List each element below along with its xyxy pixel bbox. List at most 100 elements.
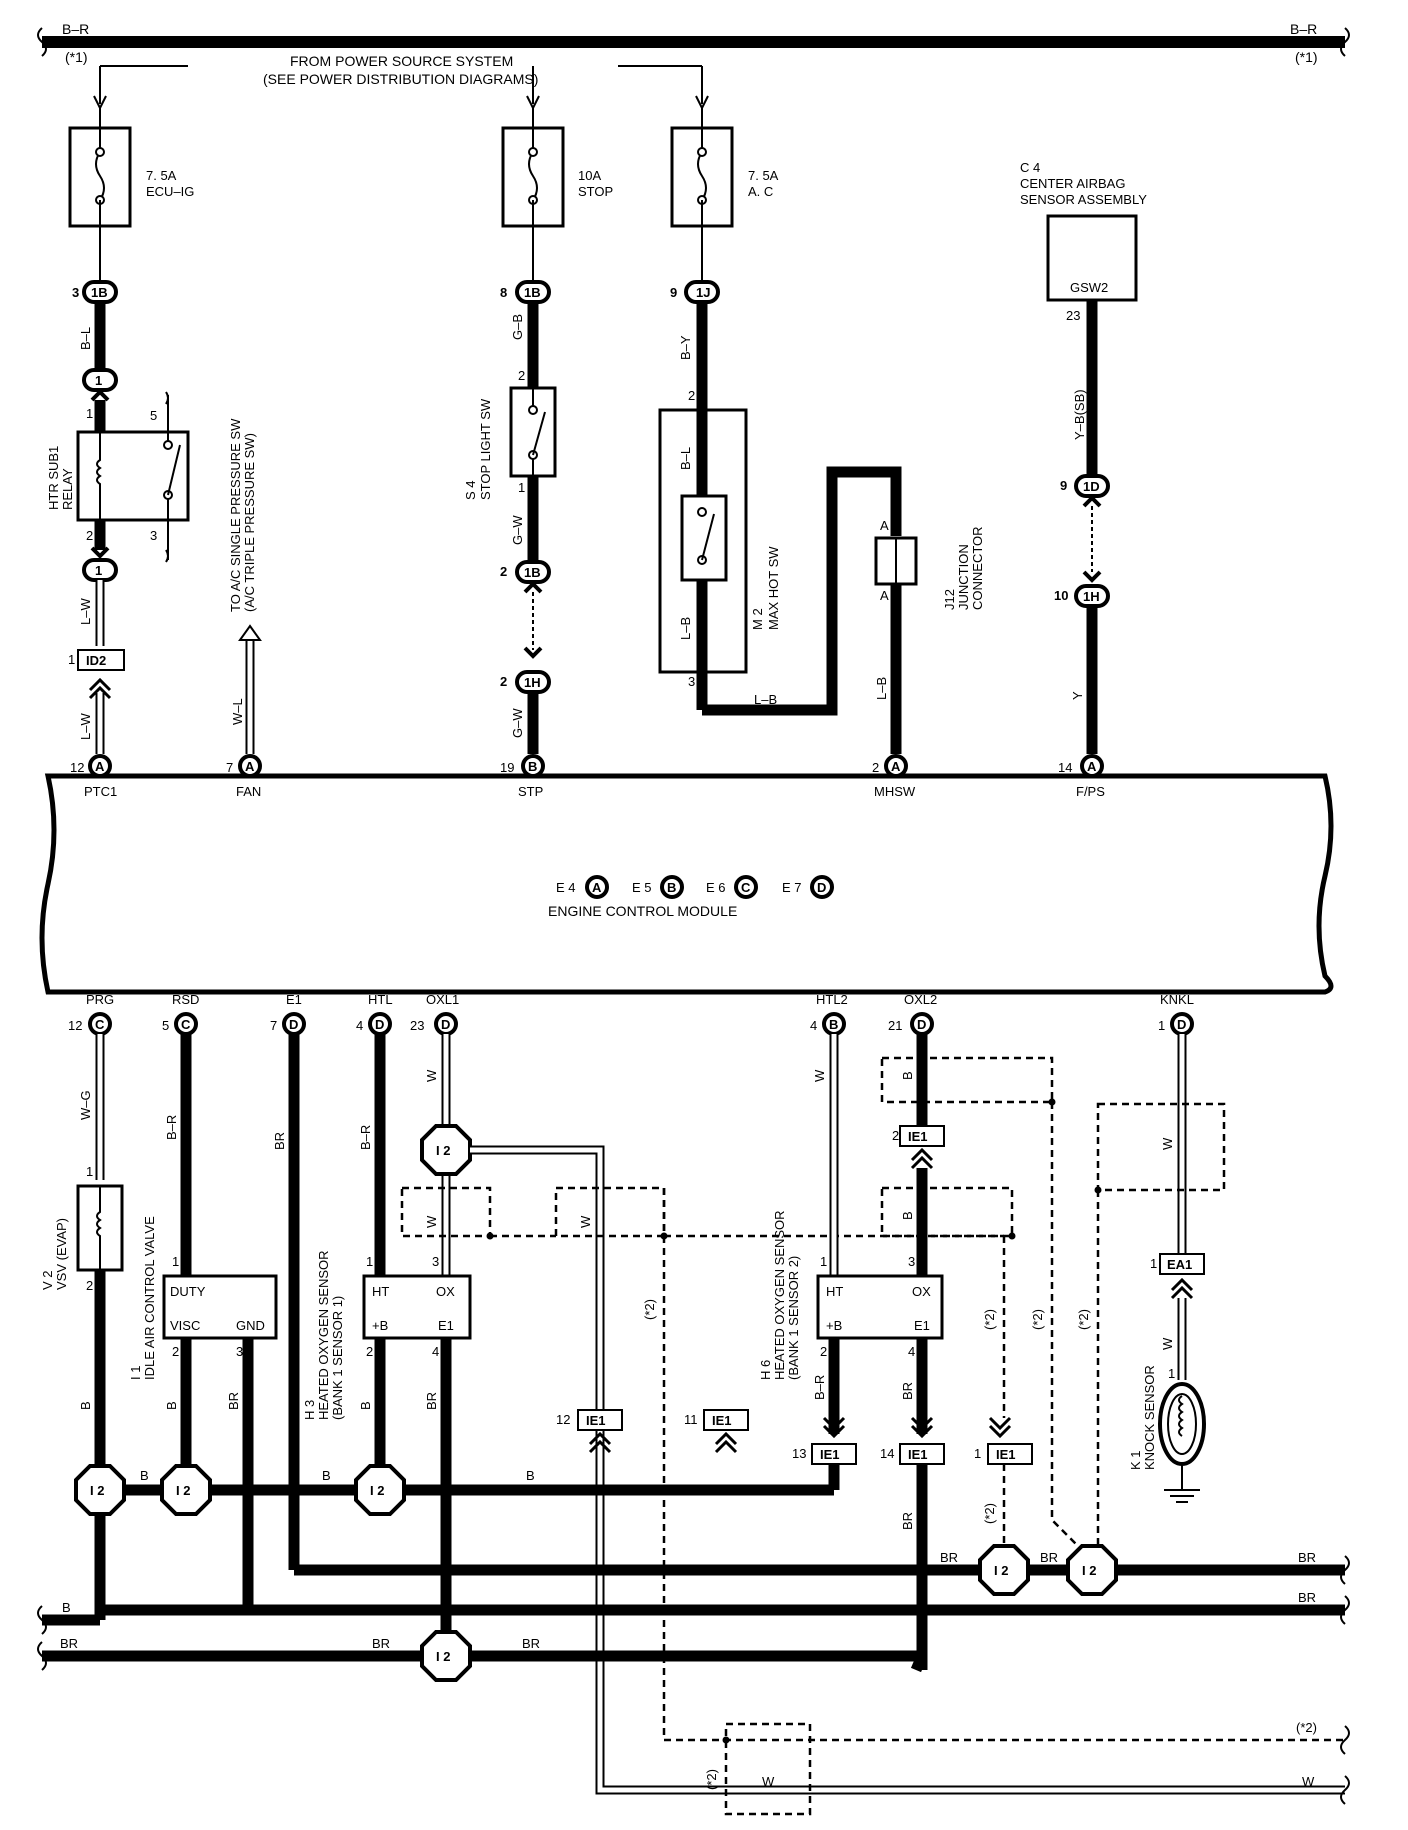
svg-text:A: A [245,759,255,774]
iac-pin-2: 2 [172,1344,179,1359]
junction-id: J12 [942,589,957,610]
wire-w-knock: W [1160,1337,1175,1350]
ecm-title: ENGINE CONTROL MODULE [548,903,737,919]
fan-circuit: W–L TO A/C SINGLE PRESSURE SW (A/C TRIPL… [228,418,262,754]
wire-w-shield1: W [424,1215,439,1228]
junction-line2: CONNECTOR [970,526,985,610]
ptc1-circuit: 3 1B B–L 1 1 5 3 2 HTR SUB1 RELAY 1 L–W … [46,280,190,754]
wire-br-line3b: BR [372,1636,390,1651]
pin-1-ea1: 1 [1150,1256,1157,1271]
vsv-pin-2: 2 [86,1278,93,1293]
connector-1b-lower-label: 1B [524,565,541,580]
svg-text:7: 7 [270,1018,277,1033]
ie1-label-12: IE1 [586,1413,606,1428]
svg-text:I 2: I 2 [90,1483,104,1498]
h6-t3: +B [826,1318,842,1333]
svg-text:PTC1: PTC1 [84,784,117,799]
wire-br-line1a: BR [940,1550,958,1565]
h3-line1: HEATED OXYGEN SENSOR [316,1250,331,1420]
i2-splice-3 [354,1464,406,1516]
i2-splice-5 [1066,1544,1118,1596]
idle-air-control-valve: B–R 1 DUTY VISC GND 2 3 I 1 IDLE AIR CON… [128,1034,278,1610]
svg-text:I 2: I 2 [994,1563,1008,1578]
airbag-line2: SENSOR ASSEMBLY [1020,192,1147,207]
relay-pin-1: 1 [86,406,93,421]
svg-text:KNKL: KNKL [1160,992,1194,1007]
pin-2-1h: 2 [500,674,507,689]
connector-id2-label: ID2 [86,653,106,668]
wire-b-h3: B [358,1401,373,1410]
ie1-label-oxl2: IE1 [908,1129,928,1144]
ecm-pin-e1: E1 7 D [270,992,306,1036]
h3-pin-1: 1 [366,1254,373,1269]
wire-b-iac: B [164,1401,179,1410]
svg-text:A: A [95,759,105,774]
ie1-connectors-middle: 12 IE1 11 IE1 [556,1409,749,1454]
iac-t1: DUTY [170,1284,206,1299]
h3-pin-3: 3 [432,1254,439,1269]
top-bus-left-label: B–R [62,21,89,37]
top-bus-right-label: B–R [1290,21,1317,37]
wire-b-h3: B [526,1468,535,1483]
wire-b-left: B [62,1600,71,1615]
svg-text:4: 4 [810,1018,817,1033]
knock-sensor: W (*2) 1 EA1 W 1 K 1 KNOCK SENSOR [1076,1034,1226,1570]
wire-br-line3a: BR [60,1636,78,1651]
h6-pin-4: 4 [908,1344,915,1359]
iac-t3: GND [236,1318,265,1333]
svg-text:C: C [95,1017,105,1032]
wire-gw-upper: G–W [510,515,525,545]
svg-text:23: 23 [410,1018,424,1033]
wire-br-line1b: BR [1040,1550,1058,1565]
h6-pin-2: 2 [820,1344,827,1359]
h3-t3: +B [372,1318,388,1333]
svg-text:I 2: I 2 [1082,1563,1096,1578]
svg-text:4: 4 [356,1018,363,1033]
wire-lb-maxhot: L–B [678,617,693,640]
maxhot-circuit: 9 1J B–Y 2 B–L L–B 3 M 2 MAX HOT SW L–B … [658,280,985,754]
wire-lw-lower: L–W [78,713,93,740]
h6-pin-1: 1 [820,1254,827,1269]
svg-text:C: C [181,1017,191,1032]
ecm-code-e6: E 6 [706,880,726,895]
ecm-top-pins: 12 A PTC1 7 A FAN 19 B STP 2 A MHSW 14 A [70,754,1105,799]
relay-line2: RELAY [60,468,75,510]
wire-w-knkl: W [1160,1137,1175,1150]
svg-text:F/PS: F/PS [1076,784,1105,799]
h6-t4: E1 [914,1318,930,1333]
svg-text:1: 1 [1158,1018,1165,1033]
wire-br-line1c: BR [1298,1550,1316,1565]
ac-pressure-line1: TO A/C SINGLE PRESSURE SW [228,418,243,612]
ground-br-line-1: BR BR BR I 2 I 2 [294,1544,1350,1596]
ecm-pin-htl2: HTL2 4 B [810,992,848,1036]
ground-br-line-2: BR B [37,1590,1350,1635]
svg-text:12: 12 [70,760,84,775]
junction-line1: JUNCTION [956,544,971,610]
power-source-line1: FROM POWER SOURCE SYSTEM [290,53,513,69]
ecm-bottom-pins: PRG 12 C RSD 5 C E1 7 D HTL 4 D OXL1 23 … [68,992,1194,1036]
wire-br-line3c: BR [522,1636,540,1651]
wire-b-h1: B [140,1468,149,1483]
wire-br-h6-e1: BR [900,1382,915,1400]
wire-gb: G–B [510,314,525,340]
wire-b-vsv: B [78,1401,93,1410]
svg-text:12: 12 [68,1018,82,1033]
ecm-pin-oxl1: OXL1 23 D [410,992,459,1036]
h3-id: H 3 [302,1400,317,1420]
star2-d: (*2) [1030,1309,1045,1330]
ie1-label-1: IE1 [996,1447,1016,1462]
svg-text:E1: E1 [286,992,302,1007]
i2-splice-2 [160,1464,212,1516]
wire-br-line2: BR [1298,1590,1316,1605]
fuse-ac: 7. 5A A. C [670,108,779,290]
ground-br-line-3: BR BR BR I 2 [37,1630,928,1682]
pin-9-1j: 9 [670,285,677,300]
wire-by: B–Y [678,335,693,360]
pin-10: 10 [1054,588,1068,603]
svg-text:21: 21 [888,1018,902,1033]
ie1-label-14: IE1 [908,1447,928,1462]
junction-pin-a-top: A [880,518,889,533]
ecm-pin-rsd: RSD 5 C [162,992,199,1036]
pin-12-ie1: 12 [556,1412,570,1427]
wire-bl-maxhot: B–L [678,447,693,470]
